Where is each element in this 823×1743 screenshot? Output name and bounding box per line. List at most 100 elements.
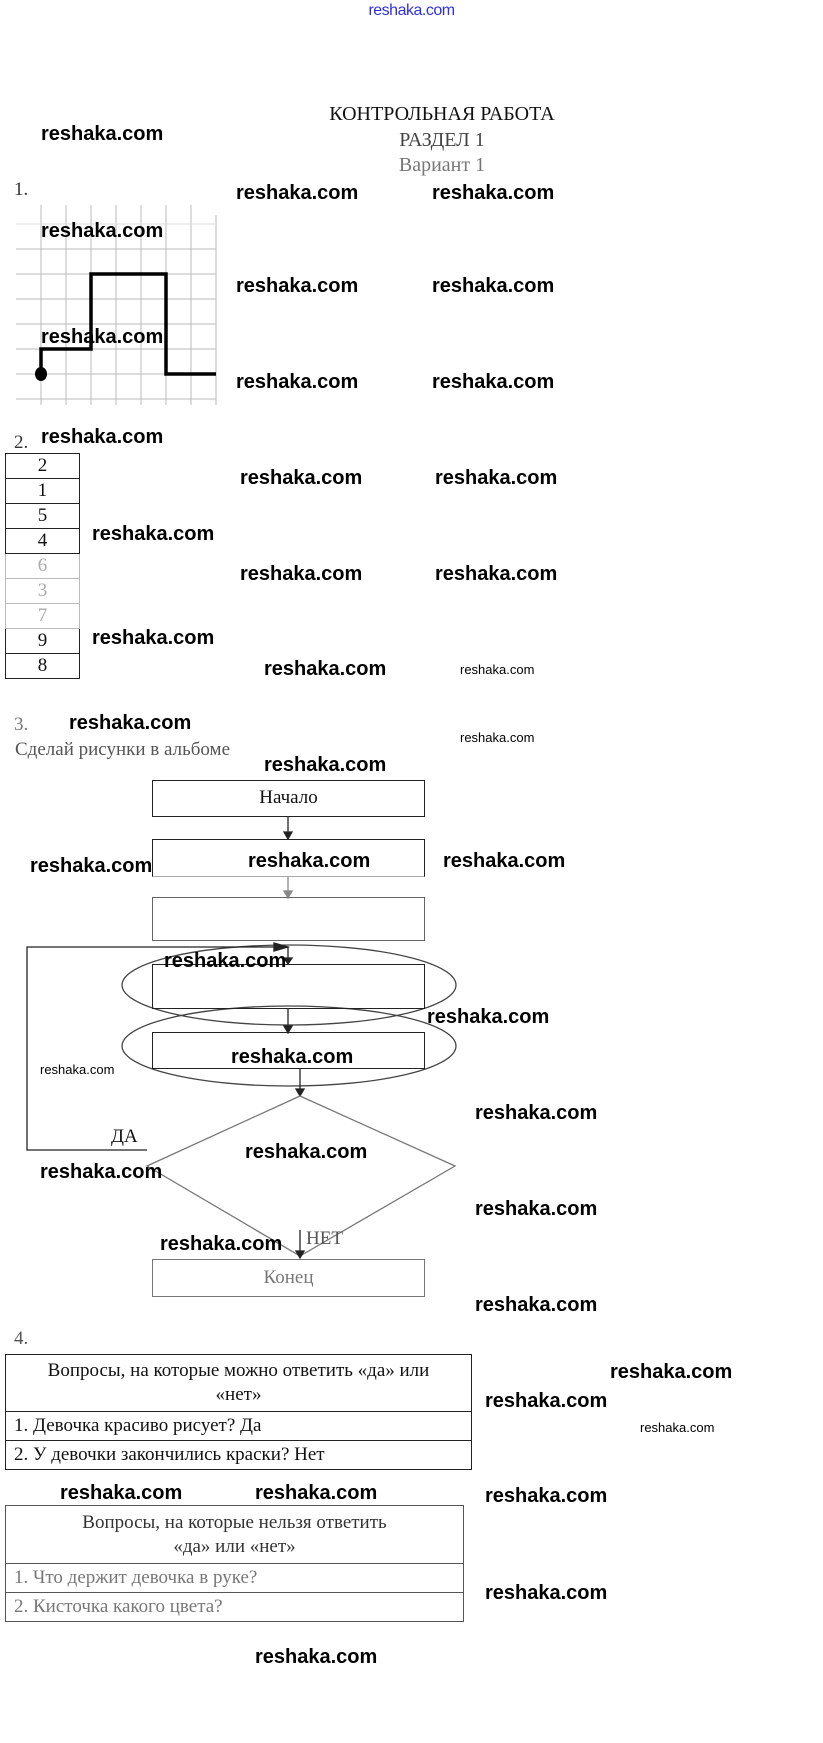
no-label: НЕТ — [306, 1228, 343, 1249]
cell: 1 — [5, 478, 80, 504]
flow-box-4 — [152, 964, 425, 1009]
watermark: reshaka.com — [460, 730, 535, 745]
watermark: reshaka.com — [475, 1198, 598, 1220]
watermark: reshaka.com — [610, 1361, 733, 1383]
table-row: 1 — [5, 478, 80, 504]
watermark: reshaka.com — [475, 1102, 598, 1124]
watermark: reshaka.com — [485, 1485, 608, 1507]
watermark: reshaka.com — [41, 426, 164, 448]
watermark: reshaka.com — [236, 182, 359, 204]
task2-number: 2. — [14, 432, 29, 453]
table-row: 4 — [5, 528, 80, 554]
flow-box-2 — [152, 839, 425, 877]
watermark: reshaka.com — [248, 850, 371, 872]
table-row: 9 — [5, 628, 80, 654]
end-box: Конец — [152, 1259, 425, 1297]
table-row: Вопросы, на которые нельзя ответить «да»… — [5, 1505, 464, 1564]
table-row: 2. У девочки закончились краски? Нет — [5, 1440, 472, 1470]
watermark: reshaka.com — [435, 467, 558, 489]
table-row: 3 — [5, 578, 80, 604]
watermark: reshaka.com — [69, 712, 192, 734]
cell: 2. Кисточка какого цвета? — [5, 1592, 464, 1622]
table-row: 5 — [5, 503, 80, 529]
watermark: reshaka.com — [41, 326, 164, 348]
watermark: reshaka.com — [236, 275, 359, 297]
cell: 1. Девочка красиво рисует? Да — [5, 1411, 472, 1441]
watermark: reshaka.com — [40, 1161, 163, 1183]
table-header: Вопросы, на которые нельзя ответить «да»… — [5, 1505, 464, 1564]
watermark: reshaka.com — [41, 123, 164, 145]
loop-arrow — [26, 946, 288, 1151]
section-title: РАЗДЕЛ 1 — [399, 129, 485, 151]
watermark: reshaka.com — [435, 563, 558, 585]
table-row: 1. Девочка красиво рисует? Да — [5, 1411, 472, 1441]
cell: 1. Что держит девочка в руке? — [5, 1563, 464, 1593]
cell: 8 — [5, 653, 80, 679]
watermark: reshaka.com — [475, 1294, 598, 1316]
cell: 4 — [5, 528, 80, 554]
start-dot — [35, 367, 47, 381]
table-row: 2. Кисточка какого цвета? — [5, 1592, 464, 1622]
table-row: 8 — [5, 653, 80, 679]
watermark: reshaka.com — [485, 1390, 608, 1412]
variant-title: Вариант 1 — [398, 154, 486, 176]
watermark: reshaka.com — [240, 467, 363, 489]
watermark: reshaka.com — [92, 523, 215, 545]
watermark: reshaka.com — [264, 658, 387, 680]
task3-instruction: Сделай рисунки в альбоме — [15, 739, 231, 760]
watermark: reshaka.com — [60, 1482, 183, 1504]
watermark: reshaka.com — [427, 1006, 550, 1028]
yes-label: ДА — [111, 1126, 138, 1147]
watermark: reshaka.com — [41, 220, 164, 242]
table-row: 1. Что держит девочка в руке? — [5, 1563, 464, 1593]
site-link[interactable]: reshaka.com — [368, 2, 455, 19]
watermark: reshaka.com — [92, 627, 215, 649]
watermark: reshaka.com — [640, 1420, 715, 1435]
cell: 7 — [5, 603, 80, 629]
table-header: Вопросы, на которые можно ответить «да» … — [5, 1354, 472, 1412]
task4-number: 4. — [14, 1328, 29, 1349]
watermark: reshaka.com — [432, 371, 555, 393]
grid-drawing — [16, 205, 217, 405]
yes-no-questions-table: Вопросы, на которые можно ответить «да» … — [5, 1354, 472, 1470]
loop-ellipse-2 — [121, 1005, 457, 1087]
watermark: reshaka.com — [231, 1046, 354, 1068]
watermark: reshaka.com — [443, 850, 566, 872]
watermark: reshaka.com — [485, 1582, 608, 1604]
start-label: Начало — [259, 787, 318, 808]
watermark: reshaka.com — [432, 275, 555, 297]
table-row: Вопросы, на которые можно ответить «да» … — [5, 1354, 472, 1412]
task1-number: 1. — [14, 179, 29, 200]
cell: 6 — [5, 553, 80, 579]
cell: 2. У девочки закончились краски? Нет — [5, 1440, 472, 1470]
watermark: reshaka.com — [264, 754, 387, 776]
watermark: reshaka.com — [164, 950, 287, 972]
table-row: 7 — [5, 603, 80, 629]
watermark: reshaka.com — [460, 662, 535, 677]
table-row: 6 — [5, 553, 80, 579]
page-title: КОНТРОЛЬНАЯ РАБОТА — [329, 103, 555, 125]
loop-ellipse-1 — [121, 944, 457, 1026]
watermark: reshaka.com — [236, 371, 359, 393]
cell: 3 — [5, 578, 80, 604]
watermark: reshaka.com — [245, 1141, 368, 1163]
watermark: reshaka.com — [255, 1646, 378, 1668]
watermark: reshaka.com — [240, 563, 363, 585]
watermark: reshaka.com — [160, 1233, 283, 1255]
task3-number: 3. — [14, 714, 29, 735]
start-box: Начало — [152, 780, 425, 817]
cell: 9 — [5, 628, 80, 654]
cell: 5 — [5, 503, 80, 529]
flow-box-3 — [152, 897, 425, 941]
watermark: reshaka.com — [255, 1482, 378, 1504]
open-questions-table: Вопросы, на которые нельзя ответить «да»… — [5, 1505, 464, 1622]
watermark: reshaka.com — [30, 855, 153, 877]
watermark: reshaka.com — [40, 1062, 115, 1077]
table-row: 2 — [5, 453, 80, 479]
flow-box-5 — [152, 1032, 425, 1069]
watermark: reshaka.com — [432, 182, 555, 204]
number-table: 2 1 5 4 6 3 7 9 8 — [5, 453, 80, 679]
flowchart — [26, 816, 457, 1260]
cell: 2 — [5, 453, 80, 479]
path-line — [39, 272, 216, 376]
